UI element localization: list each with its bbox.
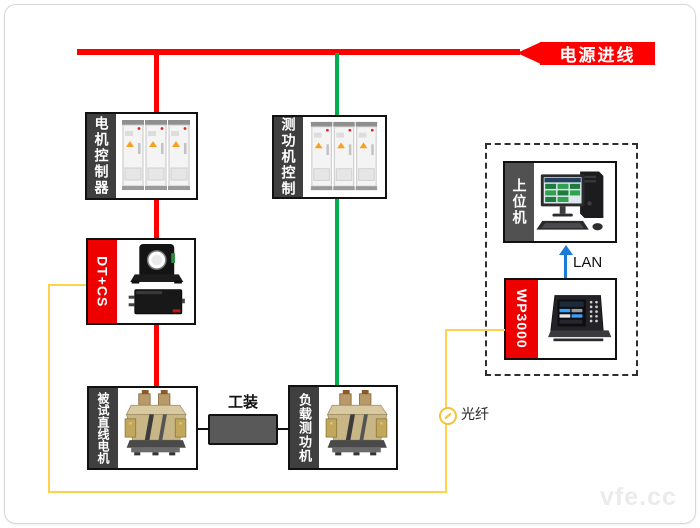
desktop-computer-graphic [534, 163, 615, 241]
page-border [4, 4, 696, 524]
fiber-line-seg3 [48, 491, 447, 493]
linear-motor-graphic [319, 387, 396, 468]
control-cabinets-graphic [303, 117, 385, 197]
node-load-dyno: 负载测功机 [288, 385, 398, 470]
host-pc-label: 上位机 [505, 163, 534, 241]
dyno-power-line [335, 53, 339, 386]
analysis-group-border [485, 143, 638, 376]
wp3000-label: WP3000 [506, 280, 538, 358]
power-arrow-icon [517, 42, 541, 64]
node-motor-under-test: 被试直线电机 [87, 386, 198, 470]
tooling-block [208, 414, 278, 445]
fiber-line-seg2 [48, 284, 50, 493]
motor-controller-label: 电机控制器 [87, 114, 116, 198]
watermark: vfe.cc [600, 483, 677, 511]
power-inlet-label: 电源进线 [540, 42, 655, 65]
motor-under-test-label: 被试直线电机 [89, 388, 118, 468]
lan-arrowhead-icon [559, 245, 573, 255]
node-wp3000: WP3000 [504, 278, 617, 360]
lan-label: LAN [573, 254, 603, 271]
tooling-connector-left [197, 428, 209, 430]
power-analyzer-graphic [538, 280, 615, 358]
power-bus-line [77, 49, 520, 55]
node-motor-controller: 电机控制器 [85, 112, 198, 200]
node-dt-cs: DT+CS [86, 238, 196, 325]
fiber-line-seg5 [445, 329, 505, 331]
dyno-controller-label: 测功机控制 [274, 117, 303, 197]
node-dyno-controller: 测功机控制 [272, 115, 387, 199]
linear-motor-graphic [118, 388, 196, 468]
fiber-connector-icon [439, 407, 457, 425]
motor-power-line [154, 53, 159, 386]
fiber-label: 光纤 [461, 406, 489, 422]
dt-cs-label: DT+CS [88, 240, 117, 323]
tooling-label: 工装 [227, 394, 258, 411]
lan-arrow [564, 253, 567, 278]
control-cabinets-graphic [116, 114, 196, 198]
fiber-line-seg1 [48, 284, 88, 286]
load-dyno-label: 负载测功机 [290, 387, 319, 468]
tooling-connector-right [277, 428, 289, 430]
node-host-pc: 上位机 [503, 161, 617, 243]
current-sensor-graphic [117, 240, 194, 323]
